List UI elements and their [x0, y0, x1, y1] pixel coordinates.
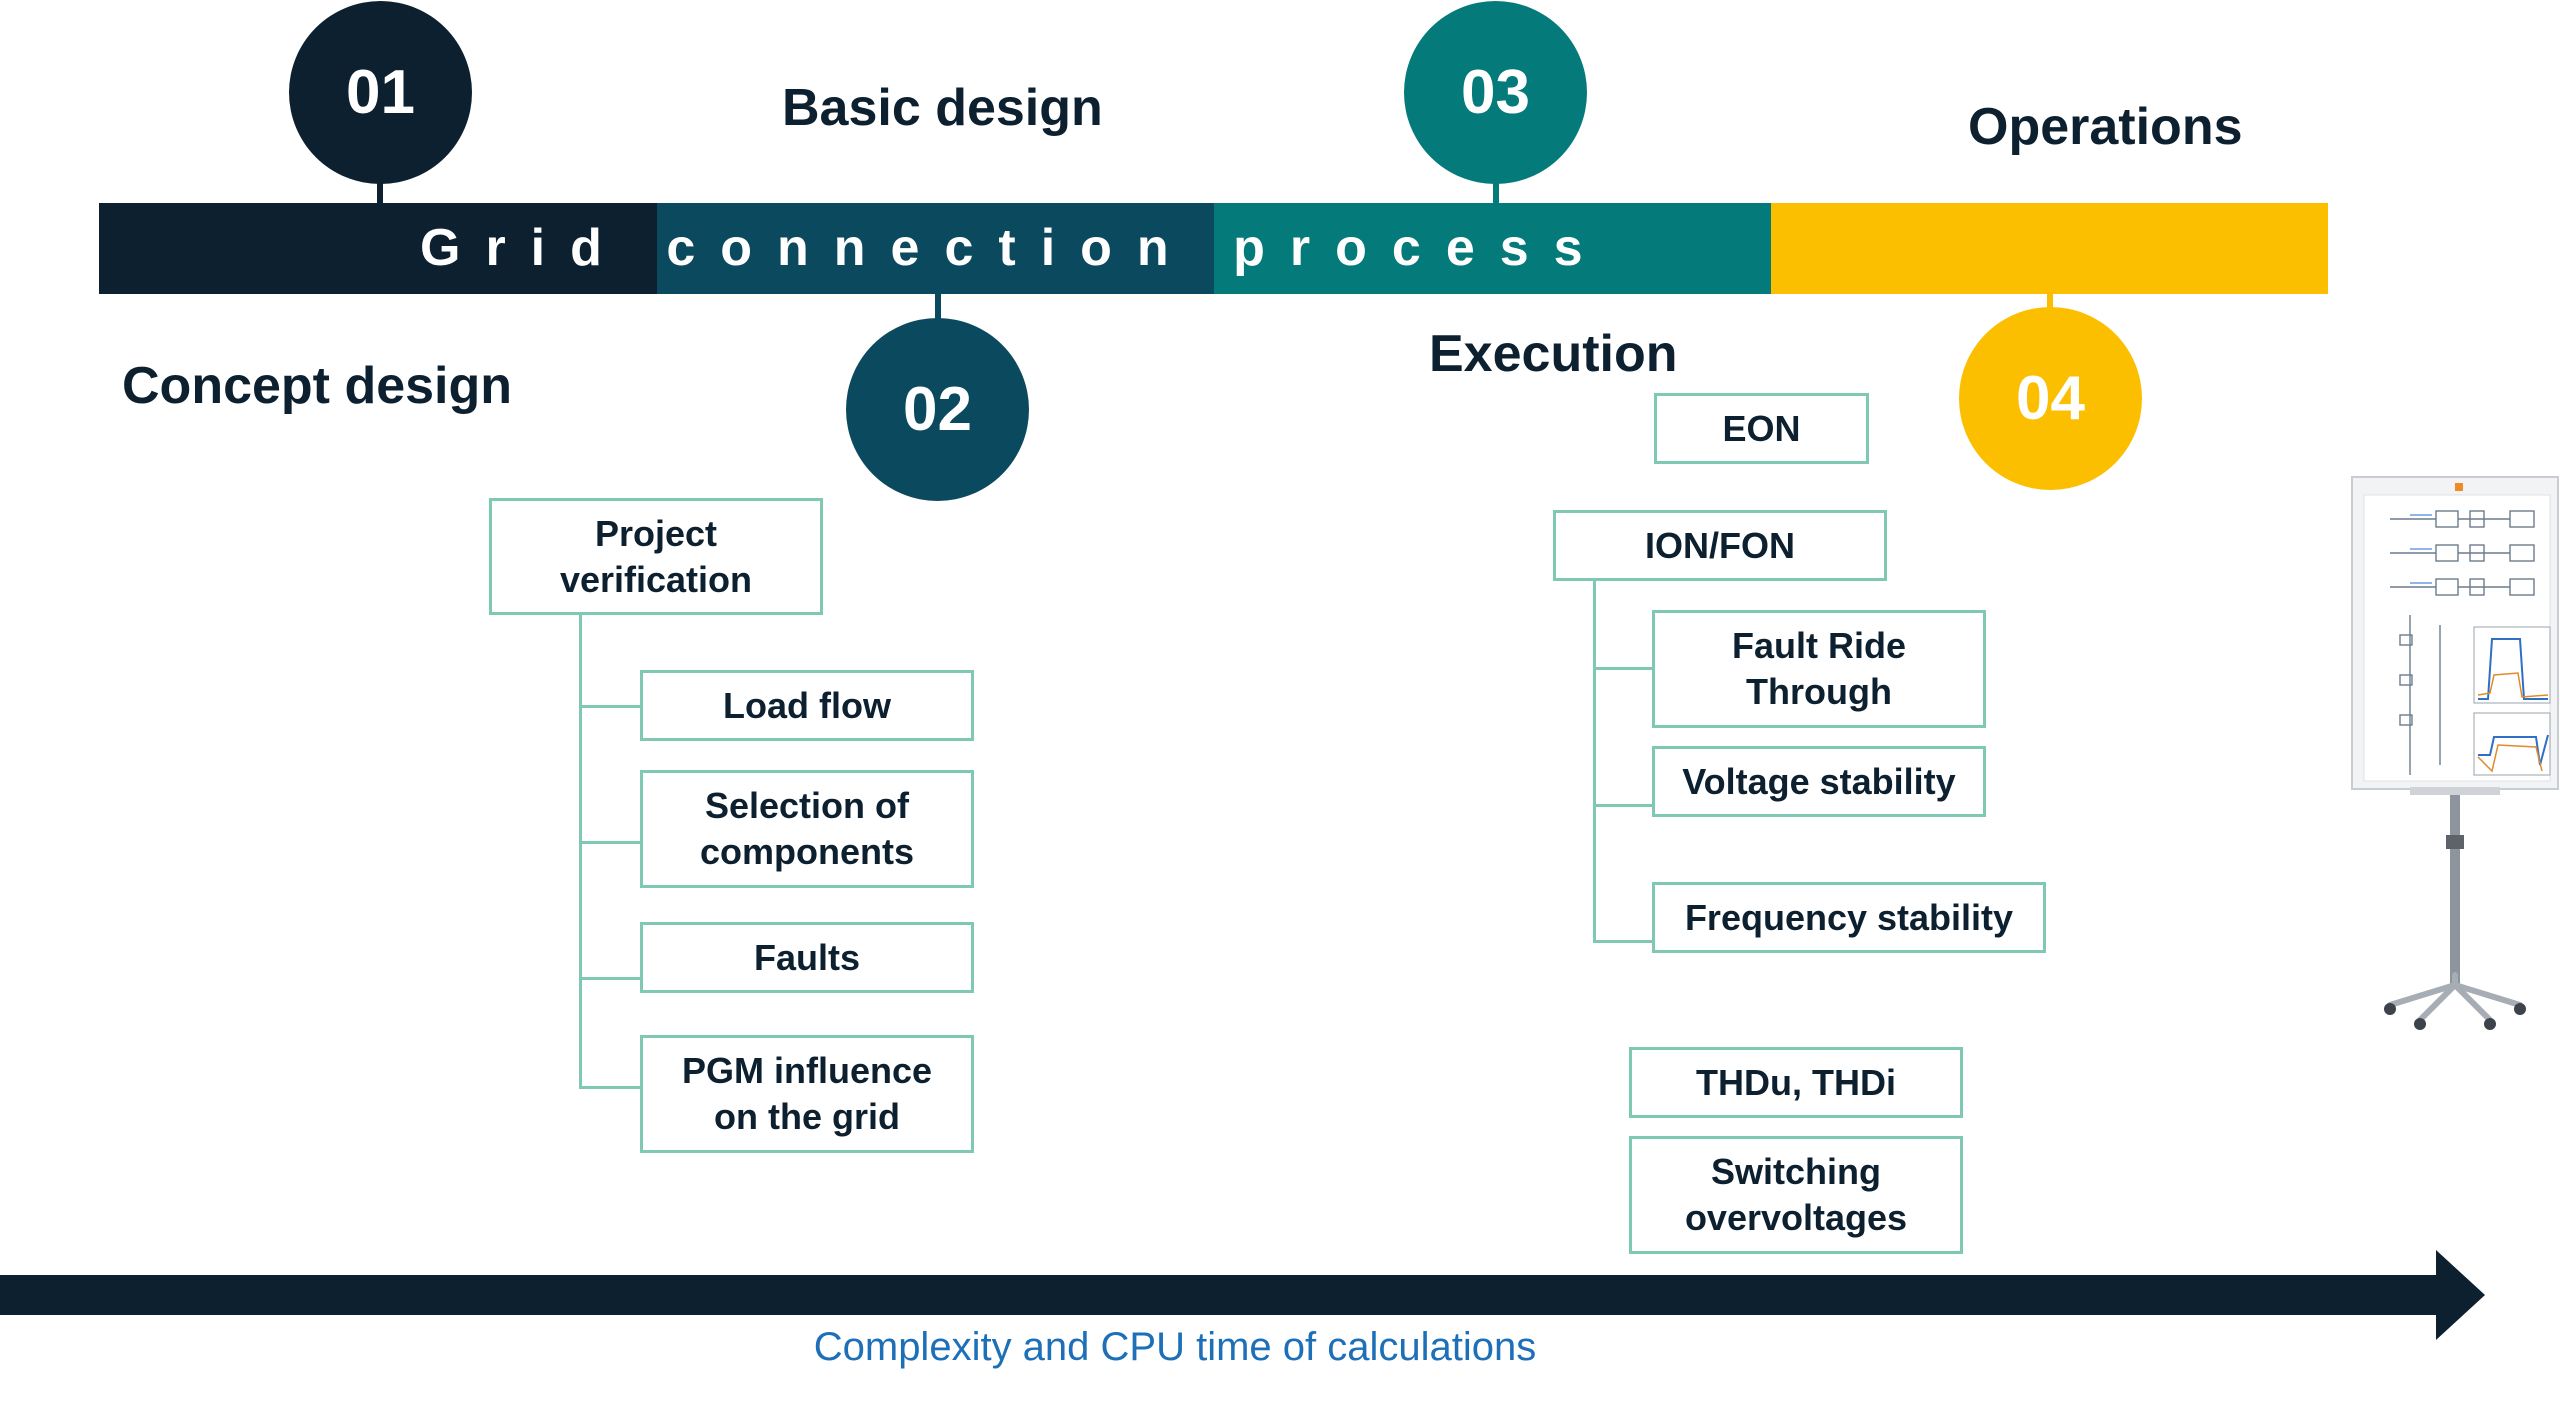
phase-number-03: 03: [1404, 1, 1587, 184]
tree-connector: [579, 977, 641, 980]
stem-04: [2047, 290, 2053, 320]
banner-segment-basic: [657, 203, 1214, 294]
phase-label-operations: Operations: [1968, 98, 2243, 156]
tree-connector: [1593, 804, 1653, 807]
banner-segment-execution: [1214, 203, 1771, 294]
selection-of-components-box: Selection of components: [640, 770, 974, 888]
phase-label-concept: Concept design: [122, 357, 513, 415]
banner-segment-concept: [99, 203, 657, 294]
voltage-stability-box: Voltage stability: [1652, 746, 1986, 817]
stem-02: [935, 290, 941, 320]
load-flow-box: Load flow: [640, 670, 974, 741]
project-verification-box: Project verification: [489, 498, 823, 615]
ion-fon-box: ION/FON: [1553, 510, 1887, 581]
stem-01: [377, 170, 383, 210]
phase-number-04: 04: [1959, 307, 2142, 490]
tree-connector: [1593, 667, 1653, 670]
thd-box: THDu, THDi: [1629, 1047, 1963, 1118]
fault-ride-through-box: Fault Ride Through: [1652, 610, 1986, 728]
phase-label-execution: Execution: [1429, 325, 1678, 383]
flipchart-stand-icon: [2351, 476, 2559, 1030]
eon-box: EON: [1654, 393, 1869, 464]
phase-number-01: 01: [289, 1, 472, 184]
switching-overvoltages-box: Switching overvoltages: [1629, 1136, 1963, 1254]
phase-number-02: 02: [846, 318, 1029, 501]
tree-connector: [579, 1086, 641, 1089]
stem-03: [1493, 170, 1499, 210]
tree-connector: [1593, 940, 1653, 943]
banner-title: Grid connection process: [420, 219, 1608, 277]
tree-connector: [579, 841, 641, 844]
complexity-arrow: [0, 1250, 2485, 1340]
faults-box: Faults: [640, 922, 974, 993]
banner-segment-operations: [1771, 203, 2328, 294]
axis-caption: Complexity and CPU time of calculations: [813, 1325, 1537, 1369]
phase-label-basic: Basic design: [782, 79, 1103, 137]
tree-connector: [1593, 581, 1596, 942]
tree-connector: [579, 705, 641, 708]
frequency-stability-box: Frequency stability: [1652, 882, 2046, 953]
tree-connector: [579, 615, 582, 1089]
pgm-influence-box: PGM influence on the grid: [640, 1035, 974, 1153]
